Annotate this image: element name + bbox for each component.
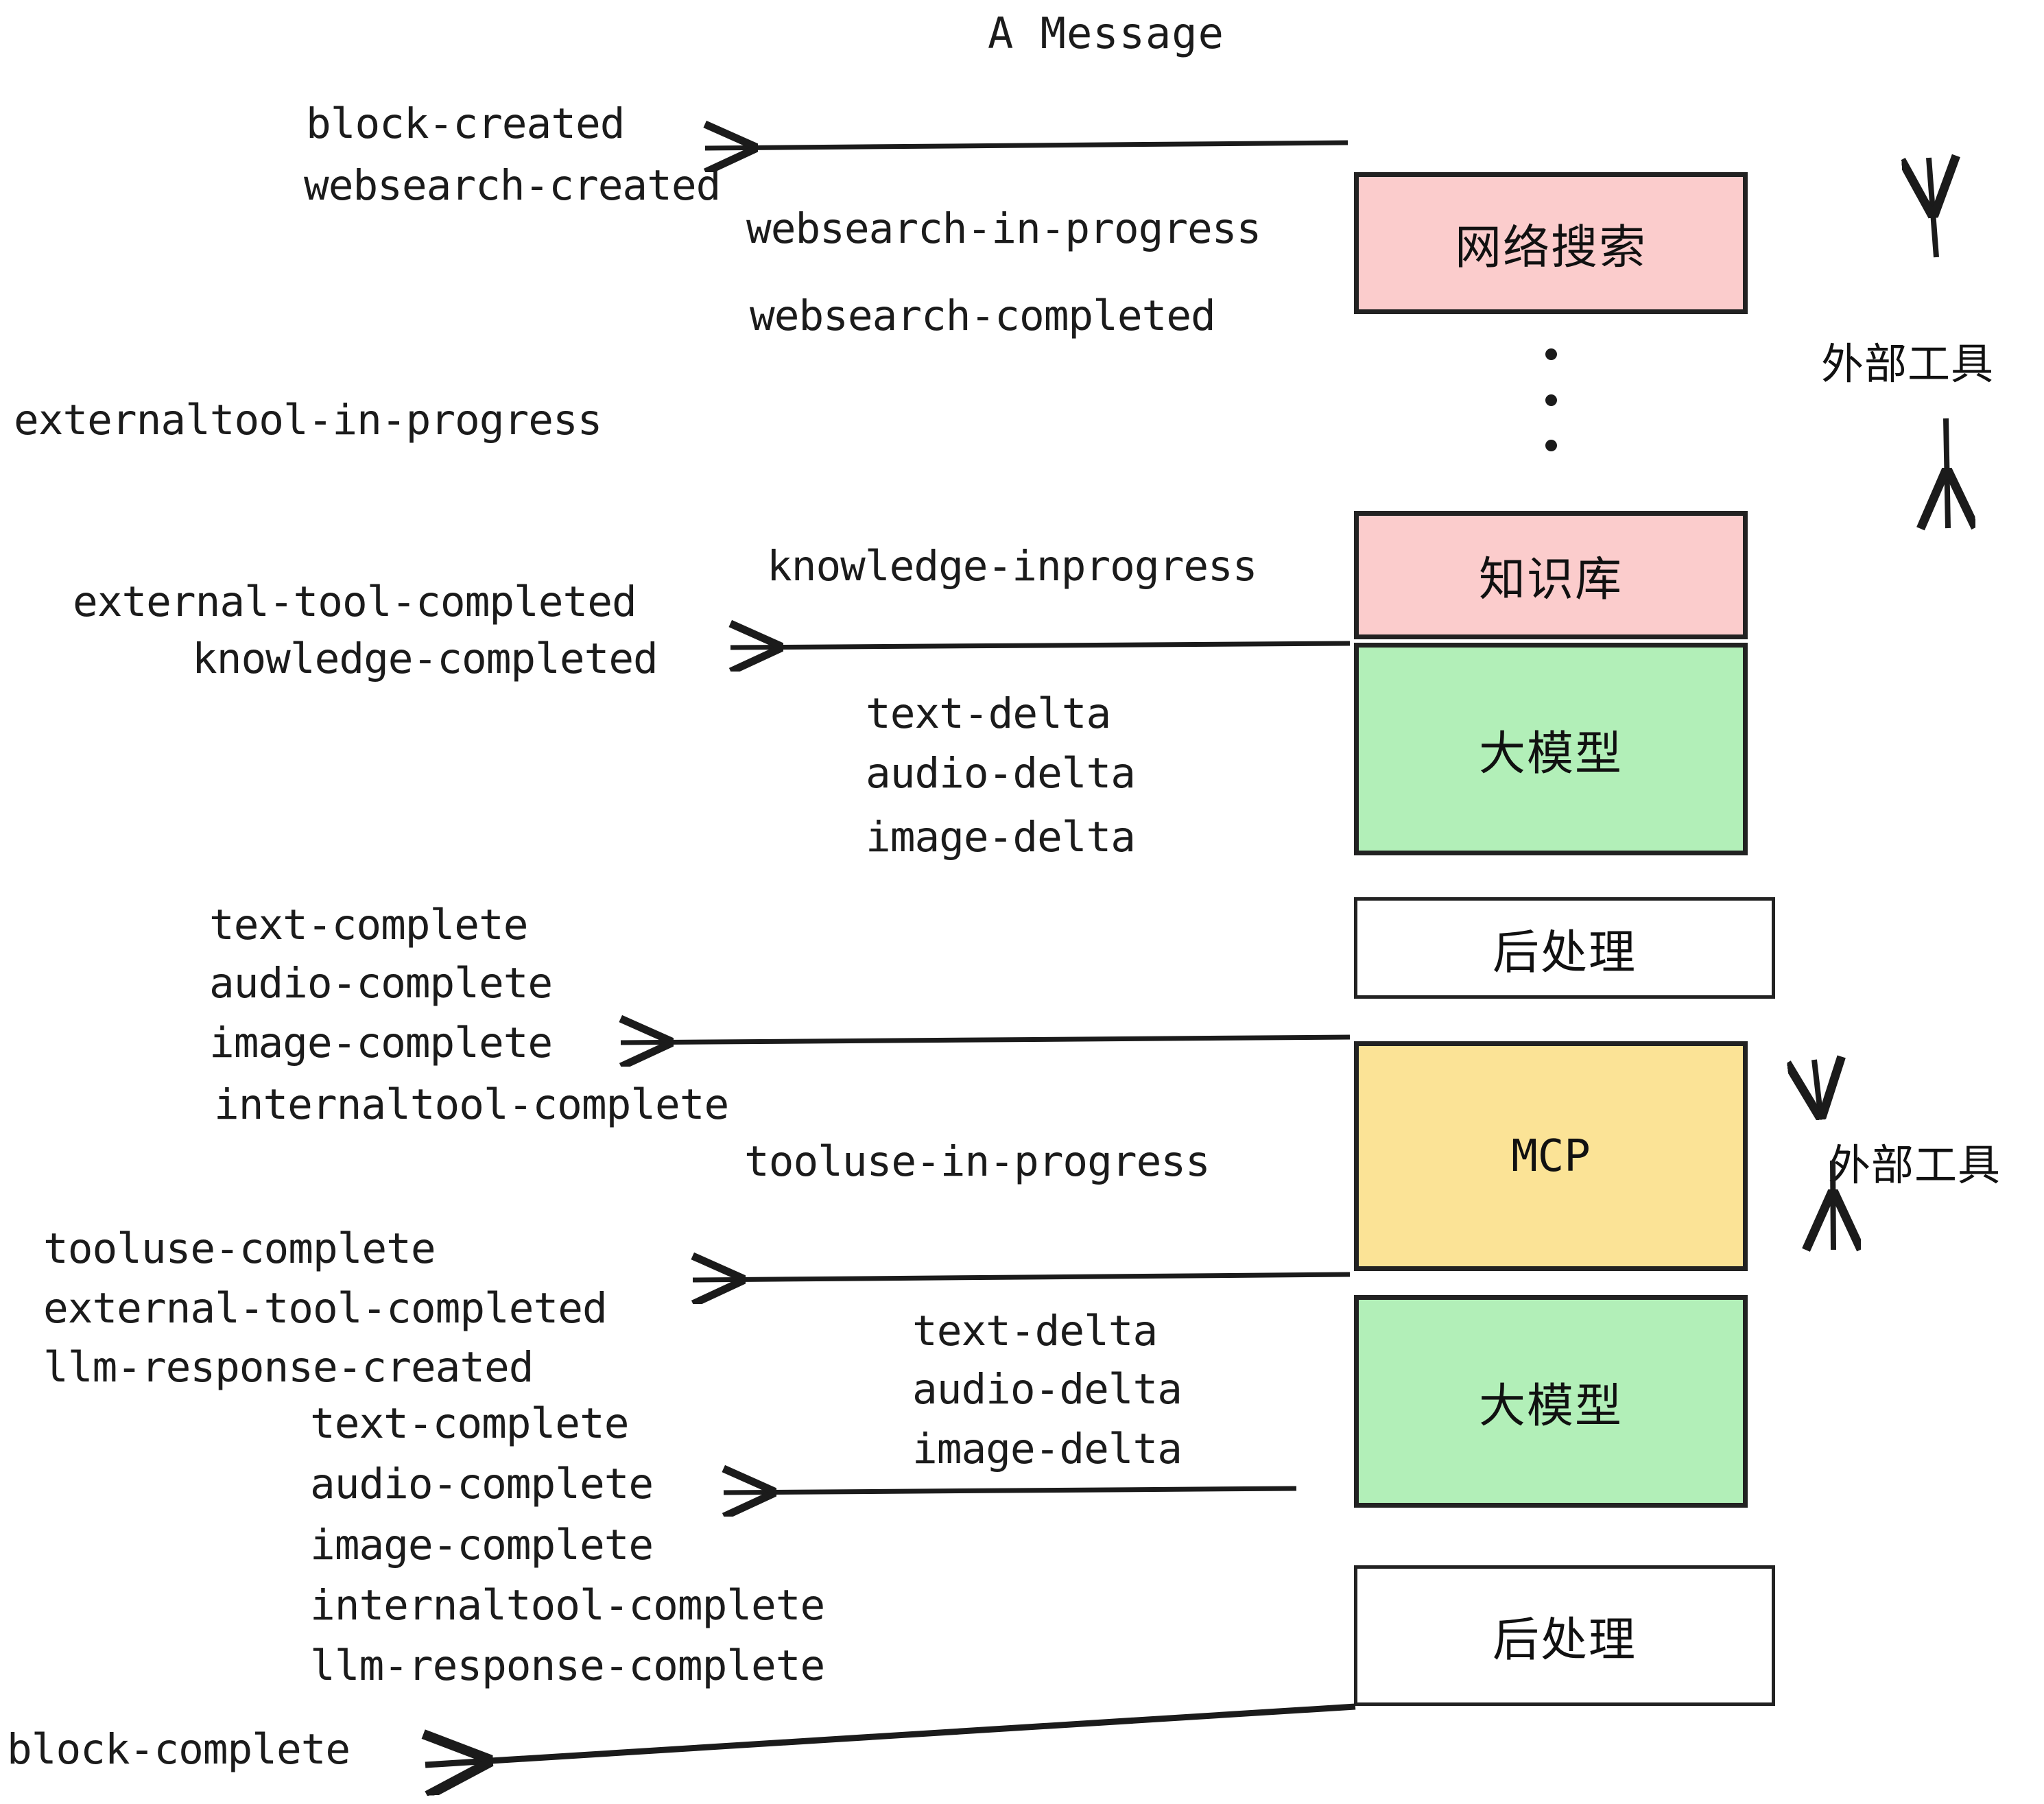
arrow-external-tools-bottom-up xyxy=(1814,1060,1821,1119)
group-label-external-tools-top: 外部工具 xyxy=(1821,339,1995,389)
arrow-knowledge-to-completed xyxy=(730,643,1351,648)
node-postprocess-top-label: 后处理 xyxy=(1492,925,1637,980)
event-label-websearch-completed: websearch-completed xyxy=(750,292,1216,340)
event-label-image-delta-1: image-delta xyxy=(866,813,1136,862)
node-llm-bottom-label: 大模型 xyxy=(1478,1379,1623,1434)
arrow-llm-to-audio-complete xyxy=(724,1488,1297,1493)
event-label-text-complete-2: text-complete xyxy=(310,1399,629,1448)
event-label-audio-complete-2: audio-complete xyxy=(310,1460,654,1508)
event-label-image-complete-1: image-complete xyxy=(209,1019,553,1067)
arrow-postprocess-to-block-complete xyxy=(425,1703,1356,1765)
event-label-internaltool-complete-1: internaltool-complete xyxy=(214,1080,729,1129)
node-postprocess-bottom[interactable]: 后处理 xyxy=(1354,1565,1775,1706)
event-label-image-delta-2: image-delta xyxy=(912,1425,1183,1473)
vertical-ellipsis-websearch xyxy=(1545,348,1557,451)
node-postprocess-bottom-label: 后处理 xyxy=(1492,1613,1637,1667)
event-label-knowledge-inprogress: knowledge-inprogress xyxy=(767,542,1258,591)
event-label-externaltool-in-progress: externaltool-in-progress xyxy=(14,396,602,444)
event-label-audio-complete-1: audio-complete xyxy=(209,959,553,1008)
group-label-external-tools-bottom: 外部工具 xyxy=(1828,1140,2001,1190)
arrow-websearch-to-created xyxy=(705,143,1348,148)
event-label-external-tool-completed-2: external-tool-completed xyxy=(43,1284,608,1333)
node-websearch[interactable]: 网络搜索 xyxy=(1354,172,1748,314)
event-label-image-complete-2: image-complete xyxy=(310,1521,654,1569)
ellipsis-dot xyxy=(1545,394,1557,406)
event-label-block-created: block-created xyxy=(306,99,625,148)
event-label-tooluse-complete: tooluse-complete xyxy=(43,1224,436,1273)
event-label-text-complete-1: text-complete xyxy=(209,901,528,949)
node-llm-top-label: 大模型 xyxy=(1478,726,1623,781)
node-llm-bottom[interactable]: 大模型 xyxy=(1354,1295,1748,1508)
arrow-mcp-to-tooluse-complete xyxy=(693,1274,1351,1280)
event-label-text-delta-1: text-delta xyxy=(866,689,1111,738)
arrow-external-tools-top-up xyxy=(1929,158,1936,258)
event-label-audio-delta-1: audio-delta xyxy=(866,749,1136,798)
node-mcp-label: MCP xyxy=(1511,1130,1591,1182)
event-label-block-complete: block-complete xyxy=(7,1725,350,1774)
node-postprocess-top[interactable]: 后处理 xyxy=(1354,897,1775,999)
event-label-llm-response-created: llm-response-created xyxy=(43,1343,534,1392)
node-knowledge-base-label: 知识库 xyxy=(1478,553,1623,607)
event-label-audio-delta-2: audio-delta xyxy=(912,1365,1183,1414)
node-llm-top[interactable]: 大模型 xyxy=(1354,643,1748,855)
event-label-knowledge-completed: knowledge-completed xyxy=(192,634,658,683)
event-label-text-delta-2: text-delta xyxy=(912,1307,1158,1355)
node-mcp[interactable]: MCP xyxy=(1354,1041,1748,1271)
event-label-internaltool-complete-2: internaltool-complete xyxy=(310,1581,825,1630)
event-label-tooluse-in-progress: tooluse-in-progress xyxy=(744,1137,1211,1186)
event-label-external-tool-completed-1: external-tool-completed xyxy=(73,578,637,626)
page-title: A Message xyxy=(988,8,1224,58)
arrow-postprocess-to-image-complete xyxy=(621,1037,1351,1043)
ellipsis-dot xyxy=(1545,440,1557,451)
node-websearch-label: 网络搜索 xyxy=(1454,221,1647,275)
event-label-llm-response-complete: llm-response-complete xyxy=(310,1641,825,1690)
ellipsis-dot xyxy=(1545,348,1557,360)
node-knowledge-base[interactable]: 知识库 xyxy=(1354,511,1748,639)
arrow-external-tools-top-down xyxy=(1946,418,1948,528)
event-label-websearch-in-progress: websearch-in-progress xyxy=(746,204,1261,253)
event-label-websearch-created: websearch-created xyxy=(304,161,721,210)
